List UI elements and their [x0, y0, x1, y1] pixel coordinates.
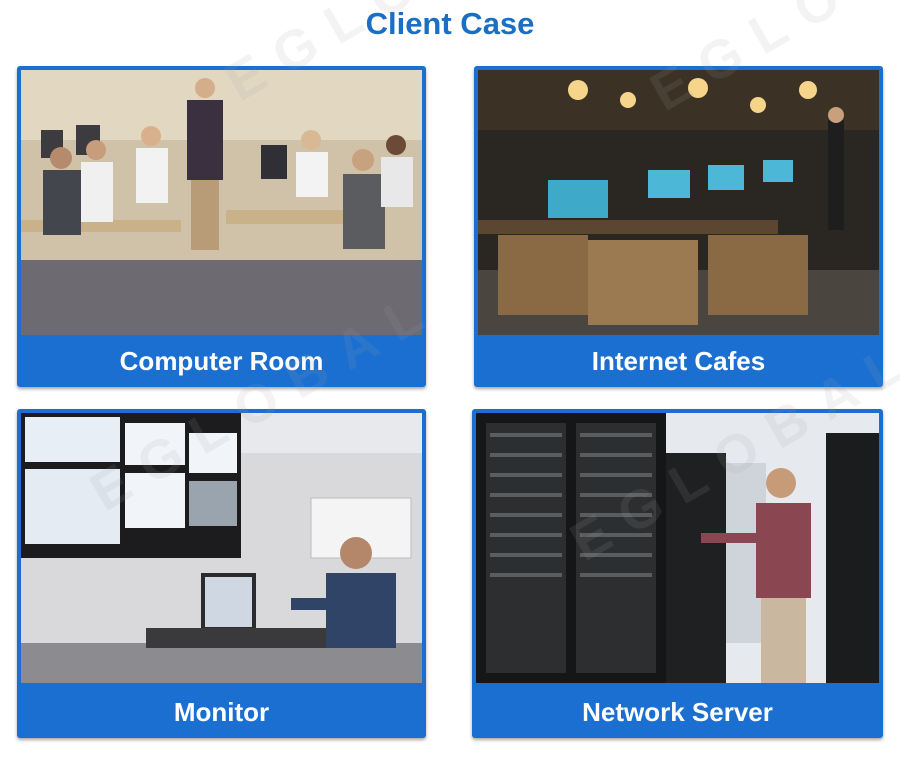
computer-room-photo	[21, 70, 422, 335]
case-label: Internet Cafes	[591, 346, 766, 376]
monitor-photo	[21, 413, 422, 683]
case-card-network-server[interactable]: Network Server	[472, 409, 883, 738]
case-card-monitor[interactable]: Monitor	[17, 409, 426, 738]
case-label: Computer Room	[119, 346, 324, 376]
case-card-computer-room[interactable]: Computer Room	[17, 66, 426, 387]
network-server-photo	[476, 413, 879, 683]
case-card-internet-cafes[interactable]: Internet Cafes	[474, 66, 883, 387]
internet-cafes-photo	[478, 70, 879, 335]
page-title: Client Case	[365, 6, 535, 41]
case-label: Network Server	[582, 697, 773, 727]
case-label: Monitor	[173, 697, 270, 727]
